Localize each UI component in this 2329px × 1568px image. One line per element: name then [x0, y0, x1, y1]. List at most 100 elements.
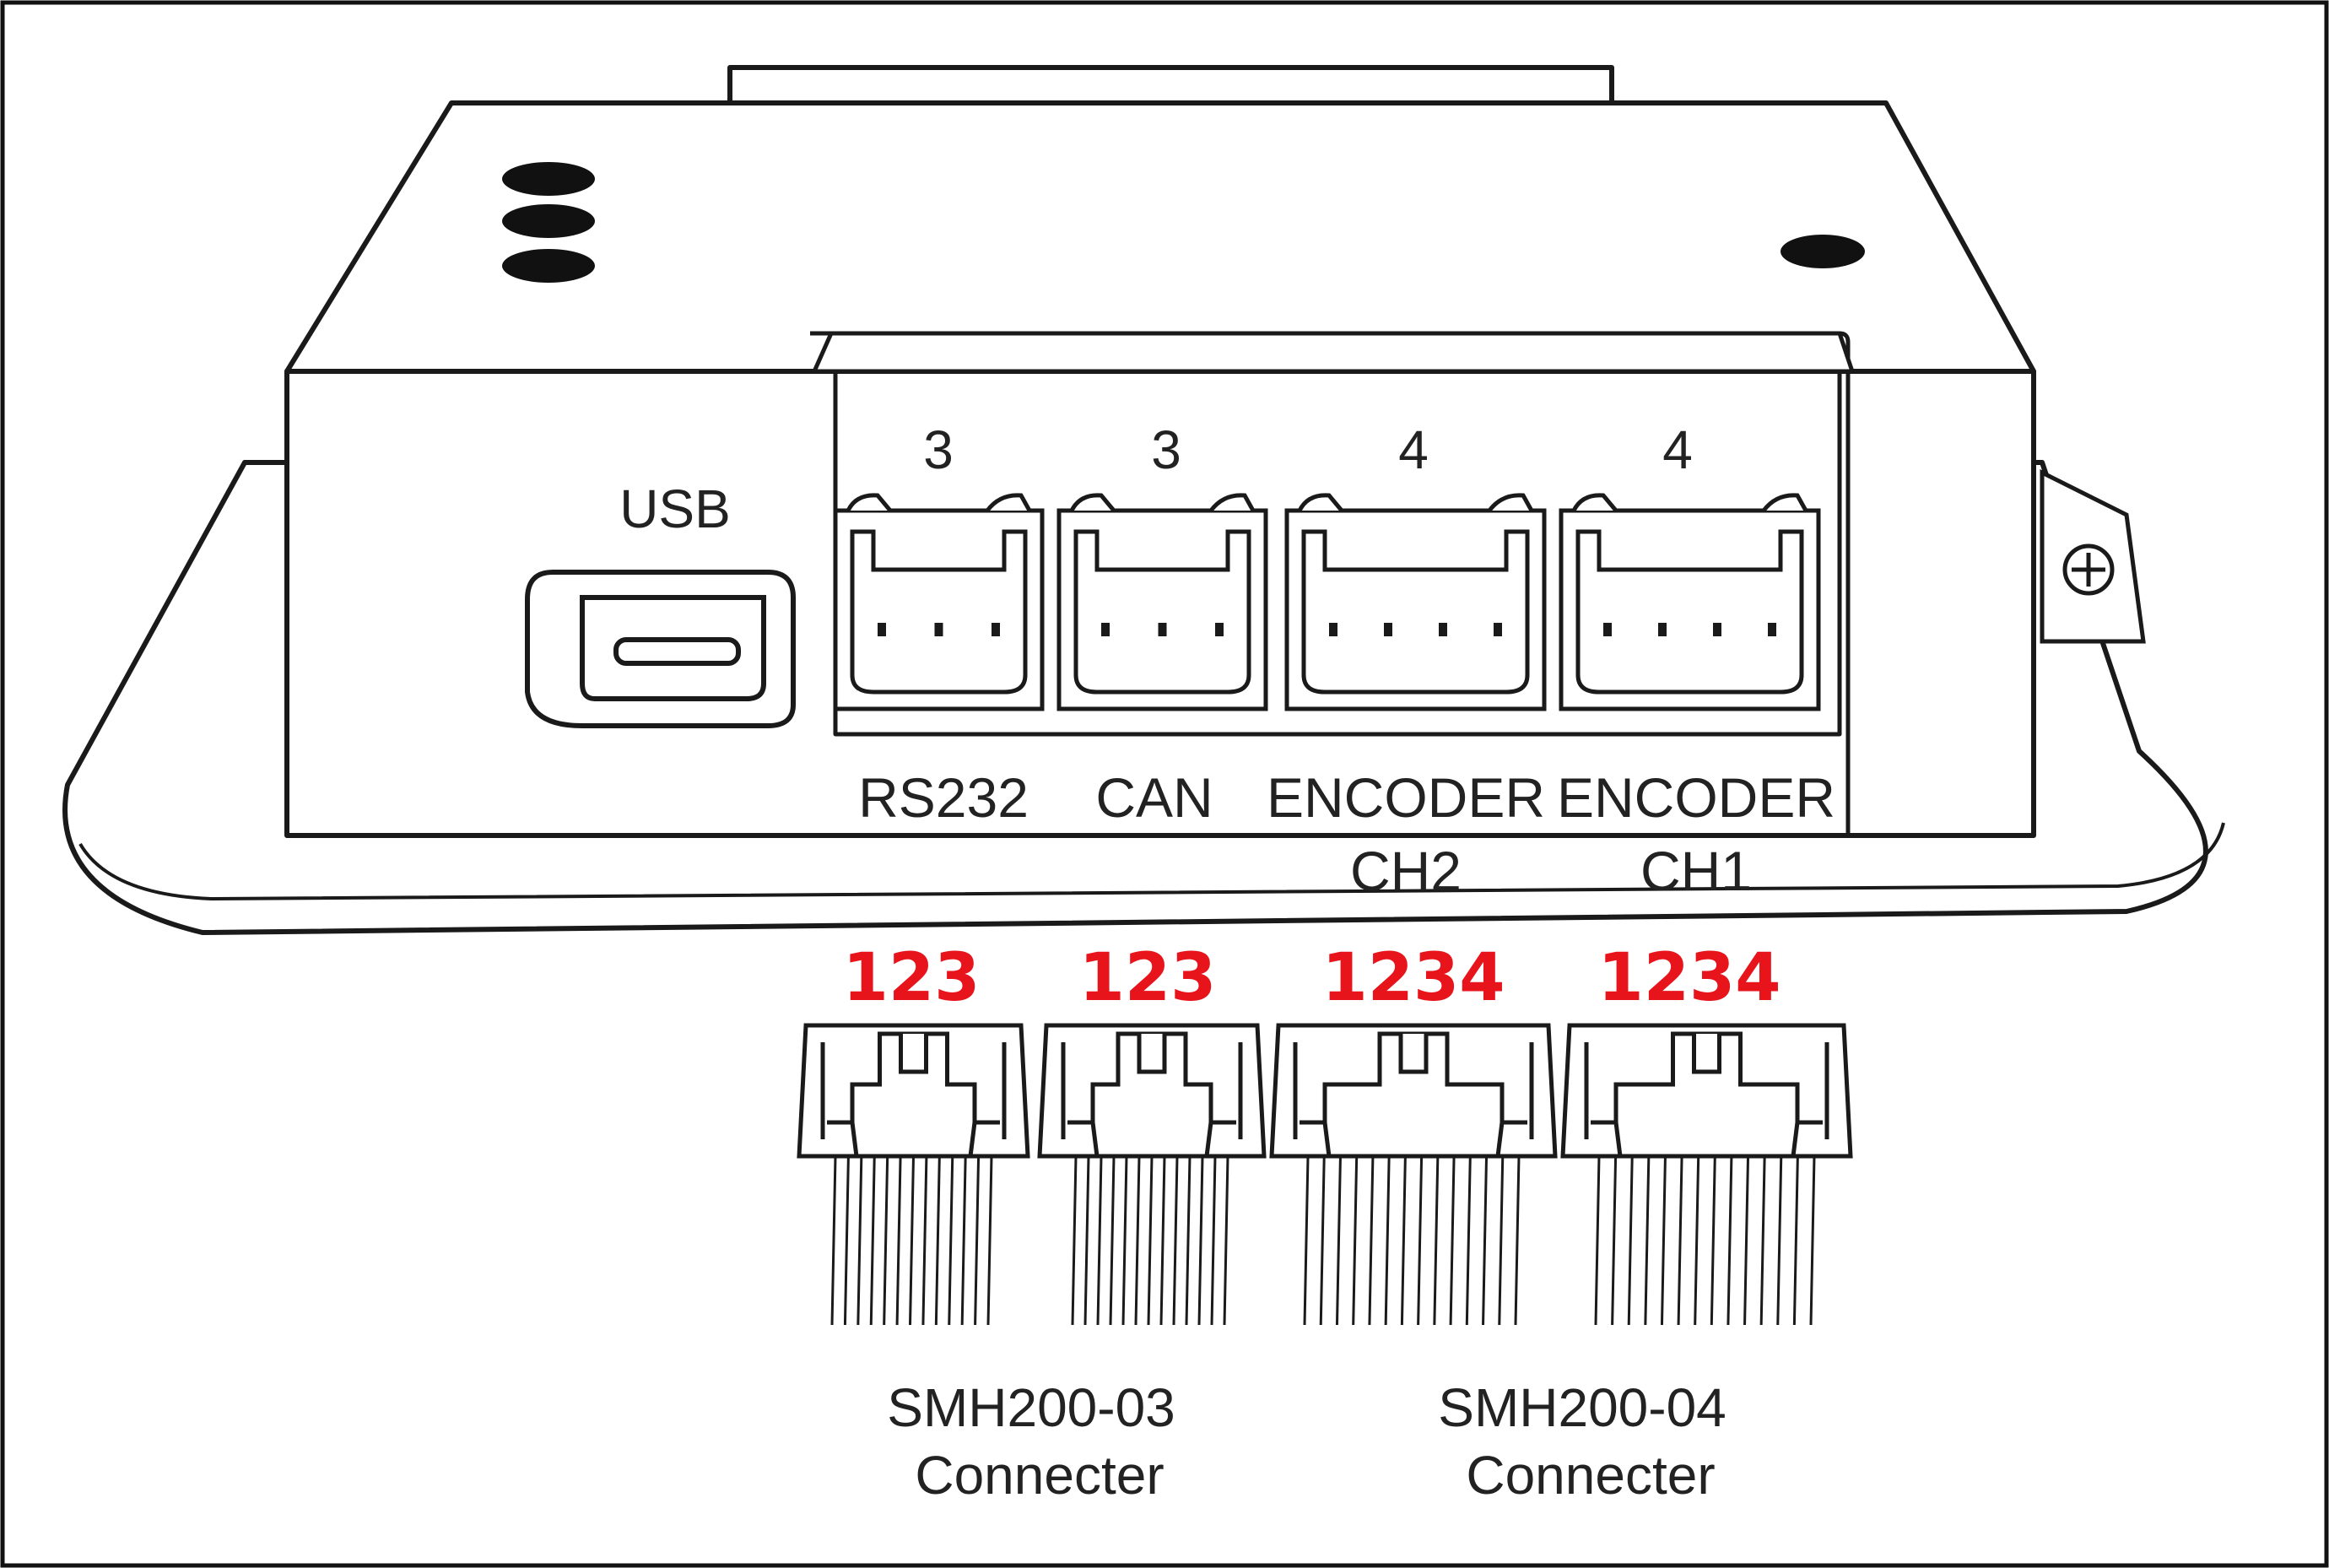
cable-wire: [974, 1155, 981, 1326]
cable-wire: [1792, 1155, 1799, 1326]
rs232-header: [833, 493, 1045, 711]
cable-wire: [1677, 1155, 1683, 1326]
cable-wire: [1710, 1155, 1716, 1326]
header-pin: [1658, 623, 1667, 636]
cable-wire: [1134, 1155, 1141, 1326]
cable-wire: [1335, 1155, 1342, 1326]
cable-wire: [1223, 1155, 1229, 1326]
encoder-ch2-pin-count: 4: [1398, 419, 1429, 480]
cable-wire: [1743, 1155, 1750, 1326]
cable-wire: [1159, 1155, 1166, 1326]
cable-wire: [1071, 1155, 1078, 1326]
encoder-ch1-header: [1559, 493, 1821, 711]
cable-wire: [1449, 1155, 1456, 1326]
cable-wire: [1627, 1155, 1634, 1326]
cable-wire: [1197, 1155, 1204, 1326]
status-led-2: [502, 204, 595, 238]
rs232-label: RS232: [858, 766, 1029, 829]
encoder-ch2-label: ENCODER: [1267, 766, 1545, 829]
cable-wire: [883, 1155, 889, 1326]
cable-wire: [1109, 1155, 1116, 1326]
cable-wire: [843, 1155, 850, 1326]
header-pin: [1158, 623, 1167, 636]
smh200-03-part-label: SMH200-03: [887, 1377, 1175, 1438]
cable-wire: [869, 1155, 876, 1326]
status-led-group: [502, 162, 1865, 283]
header-pin: [992, 623, 1000, 636]
mounting-hole: [1781, 235, 1865, 268]
cable-wire: [1121, 1155, 1128, 1326]
rs232-pin-count: 3: [923, 419, 954, 480]
cable-wire: [1514, 1155, 1521, 1326]
cable-wire: [1726, 1155, 1733, 1326]
cable-wire: [856, 1155, 863, 1326]
smh200-04-part-label: SMH200-04: [1438, 1377, 1726, 1438]
header-ports: [833, 493, 1821, 711]
cable-wire: [1498, 1155, 1505, 1326]
cable-wire: [1465, 1155, 1472, 1326]
can-plug: [1037, 1023, 1267, 1326]
cable-wire: [1319, 1155, 1326, 1326]
cable-wire: [1433, 1155, 1440, 1326]
can-plug-pin-numbers: 123: [1079, 940, 1217, 1016]
rs232-plug: [797, 1023, 1030, 1326]
cable-wire: [986, 1155, 993, 1326]
header-pin: [1494, 623, 1502, 636]
can-pin-count: 3: [1151, 419, 1181, 480]
cable-wire: [934, 1155, 941, 1326]
cable-wire: [1096, 1155, 1103, 1326]
header-pin: [1603, 623, 1612, 636]
cable-connectors: [797, 1023, 1853, 1326]
header-pin: [1713, 623, 1721, 636]
status-led-1: [502, 162, 595, 196]
rs232-plug-pin-numbers: 123: [843, 940, 981, 1016]
cable-wire: [1303, 1155, 1310, 1326]
cable-wire: [909, 1155, 915, 1326]
cable-wire: [1083, 1155, 1090, 1326]
smh200-04-connecter-label: Connecter: [1466, 1445, 1715, 1506]
cable-wire: [1400, 1155, 1407, 1326]
cable-wire: [1759, 1155, 1766, 1326]
header-pin: [878, 623, 886, 636]
usb-label: USB: [619, 479, 731, 539]
cable-wire: [1147, 1155, 1154, 1326]
cable-wire: [1611, 1155, 1618, 1326]
encoder-ch2-plug: [1269, 1023, 1558, 1326]
cable-wire: [1368, 1155, 1375, 1326]
cable-wire: [1384, 1155, 1391, 1326]
cable-wire: [948, 1155, 954, 1326]
cable-wire: [1594, 1155, 1601, 1326]
header-pin: [1768, 623, 1776, 636]
cable-wire: [1210, 1155, 1217, 1326]
cable-wire: [1660, 1155, 1667, 1326]
encoder-ch1-plug-pin-numbers: 1234: [1597, 940, 1781, 1016]
cable-wire: [1482, 1155, 1489, 1326]
header-pin: [1384, 623, 1392, 636]
status-led-3: [502, 249, 595, 283]
cable-wire: [1776, 1155, 1783, 1326]
cable-wire: [921, 1155, 928, 1326]
header-pin: [1215, 623, 1224, 636]
encoder-ch2-channel: CH2: [1350, 840, 1462, 902]
header-pin: [1439, 623, 1447, 636]
can-header: [1056, 493, 1268, 711]
encoder-ch1-channel: CH1: [1640, 840, 1752, 902]
header-pin: [934, 623, 943, 636]
cable-wire: [830, 1155, 837, 1326]
cable-wire: [1352, 1155, 1359, 1326]
encoder-ch2-header: [1284, 493, 1547, 711]
encoder-ch1-pin-count: 4: [1662, 419, 1693, 480]
encoder-ch2-plug-pin-numbers: 1234: [1321, 940, 1505, 1016]
cable-wire: [1185, 1155, 1192, 1326]
cable-wire: [1809, 1155, 1816, 1326]
ground-screw: [2040, 468, 2146, 644]
cable-wire: [1644, 1155, 1651, 1326]
header-pin: [1101, 623, 1110, 636]
cable-wire: [895, 1155, 902, 1326]
encoder-ch1-plug: [1560, 1023, 1853, 1326]
can-label: CAN: [1095, 766, 1213, 829]
controller-housing: [62, 65, 2225, 935]
